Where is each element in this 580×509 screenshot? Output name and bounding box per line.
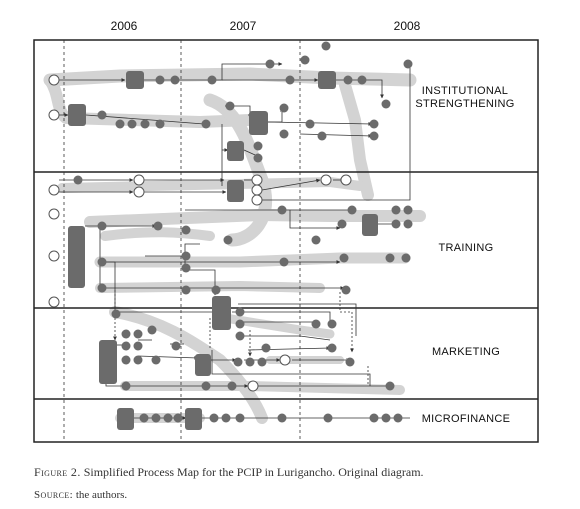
source-text: the authors. — [75, 489, 128, 501]
figure-caption: Figure 2. Simplified Process Map for the… — [34, 465, 424, 480]
year-2007: 2007 — [230, 19, 257, 33]
lane-label-training: TRAINING — [439, 242, 494, 254]
process-map-diagram: 2006 2007 2008 INSTITUTIONAL STRENGTHENI… — [33, 19, 539, 443]
figure-source: Source: the authors. — [34, 489, 127, 501]
diagram-frame — [33, 39, 539, 443]
process-box-nodes — [68, 71, 378, 430]
year-2006: 2006 — [111, 19, 138, 33]
year-2008: 2008 — [394, 19, 421, 33]
lane-label-institutional: INSTITUTIONAL — [422, 85, 508, 97]
lane-label-strengthening: STRENGTHENING — [415, 98, 514, 110]
year-separators — [63, 40, 301, 442]
lane-label-marketing: MARKETING — [432, 346, 500, 358]
open-circle-nodes — [48, 74, 352, 392]
task-circle-nodes — [73, 41, 413, 423]
figure-caption-text: Simplified Process Map for the PCIP in L… — [83, 465, 424, 479]
lane-label-microfinance: MICROFINANCE — [422, 413, 511, 425]
figure-number: Figure 2. — [34, 465, 81, 479]
source-label: Source: — [34, 489, 74, 501]
